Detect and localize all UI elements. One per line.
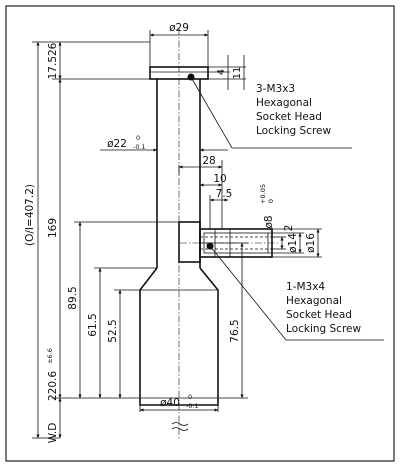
dim-bottom-tol-up: 0 — [188, 393, 192, 401]
dim-port-16: ø16 — [305, 233, 317, 253]
dim-shaft-tol-up: 0 — [136, 134, 140, 142]
dim-port-level: 89.5 — [67, 286, 79, 309]
dim-port-2: 2 — [283, 225, 295, 232]
note-screw-1-type: Hexagonal — [256, 97, 312, 109]
lens-body — [139, 28, 219, 440]
note-screw-1-head: Socket Head — [256, 111, 322, 123]
dim-port-10: 10 — [213, 173, 226, 185]
dim-port-hole: ø8 — [263, 215, 275, 228]
dim-collar-4: 4 — [216, 69, 227, 75]
break-symbol-icon — [171, 422, 189, 431]
dim-shaft-tol-low: -0.1 — [133, 143, 146, 151]
dim-port-14: ø14 — [287, 233, 299, 253]
dim-bottom-tol-low: -0.1 — [186, 402, 199, 410]
dim-lens-76: 76.5 — [229, 319, 241, 342]
leader-line-port-screw — [209, 245, 384, 341]
note-screw-2-desc: Locking Screw — [286, 323, 362, 335]
dim-wd-tol: ±6.6 — [46, 348, 54, 364]
note-screw-2-type: Hexagonal — [286, 295, 342, 307]
port-block — [178, 221, 201, 263]
note-screw-1-desc: Locking Screw — [256, 125, 332, 137]
dim-shaft-diameter: ø22 — [107, 138, 127, 150]
dim-wd-value: 220.6 — [47, 371, 59, 401]
dim-collar-11: 11 — [232, 67, 243, 80]
dim-port-75: 7.5 — [216, 188, 233, 200]
dim-port-offset: 28 — [202, 155, 215, 167]
note-screw-2-qty: 1-M3x4 — [286, 281, 325, 293]
dim-overall: (O/I=407.2) — [24, 184, 36, 246]
dim-top-length: 17.526 — [47, 42, 59, 79]
dim-wd-label: W.D — [47, 423, 59, 444]
dim-port-hole-tol-up: +0.05 — [259, 184, 267, 204]
dim-lens-52: 52.5 — [107, 319, 119, 342]
dim-top-diameter: ø29 — [169, 22, 189, 34]
dim-lens-61: 61.5 — [87, 313, 99, 336]
dim-bottom-diameter: ø40 — [160, 397, 180, 409]
note-screw-2-head: Socket Head — [286, 309, 352, 321]
dim-port-hole-tol-low: 0 — [267, 199, 275, 203]
leader-line-collar-screw — [190, 76, 352, 149]
dim-shaft-length: 169 — [47, 218, 59, 238]
drawing-frame — [5, 5, 395, 462]
note-screw-1-qty: 3-M3x3 — [256, 83, 295, 95]
